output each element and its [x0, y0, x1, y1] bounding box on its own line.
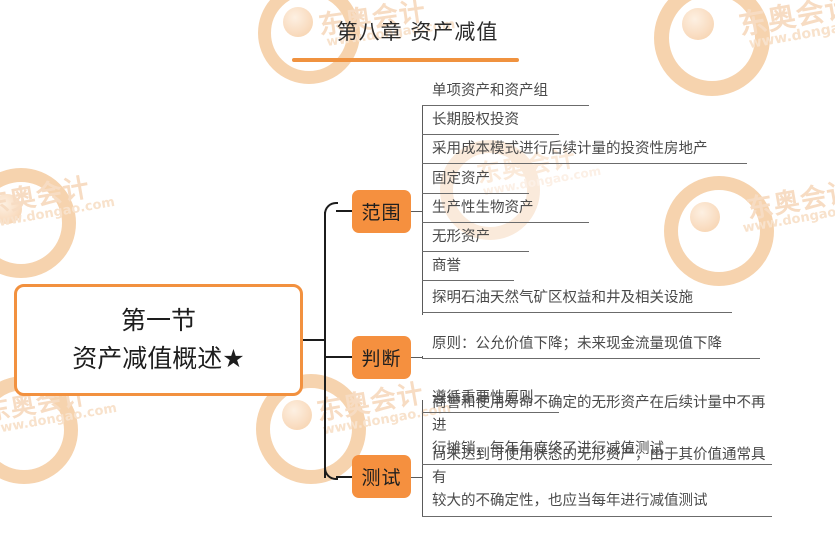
dongao-ring-logo-icon: [0, 168, 76, 278]
dongao-ring-logo-icon: [654, 0, 770, 96]
watermark-brand-text: 东奥会计: [314, 378, 427, 428]
leaf-item[interactable]: 采用成本模式进行后续计量的投资性房地产: [422, 141, 747, 164]
connector-leaf-stub-judgement: [411, 357, 423, 358]
connector-trunk-cap-bottom: [324, 466, 338, 480]
branch-node-test[interactable]: 测试: [352, 455, 411, 498]
dongao-logo-dot-icon: [690, 202, 720, 232]
dongao-ring-logo-icon: [664, 176, 774, 286]
root-node[interactable]: 第一节 资产减值概述★: [14, 284, 303, 396]
title-underline-rule: [292, 58, 519, 62]
leaf-item[interactable]: 尚未达到可使用状态的无形资产，由于其价值通常具有 较大的不确定性，也应当每年进行…: [422, 447, 772, 517]
connector-trunk: [324, 212, 326, 478]
connector-branch-stub-judgement: [324, 356, 354, 358]
leaf-item[interactable]: 固定资产: [422, 171, 529, 194]
branch-label: 测试: [361, 467, 402, 489]
watermark-url-text: www.dongao.com: [0, 400, 119, 439]
leaf-item[interactable]: 单项资产和资产组: [422, 83, 589, 106]
root-node-label: 第一节 资产减值概述★: [72, 306, 245, 373]
leaf-item[interactable]: 生产性生物资产: [422, 200, 589, 223]
branch-node-scope[interactable]: 范围: [352, 190, 411, 233]
dongao-logo-dot-icon: [0, 194, 22, 224]
dongao-logo-dot-icon: [282, 400, 312, 430]
connector-leaf-spine-scope: [422, 106, 423, 315]
leaf-item[interactable]: 遵循重要性原则: [422, 390, 559, 413]
leaf-item[interactable]: 长期股权投资: [422, 112, 559, 135]
connector-trunk-cap-top: [324, 202, 338, 216]
leaf-item[interactable]: 无形资产: [422, 229, 529, 252]
connector-leaf-stub-scope: [411, 211, 423, 212]
leaf-item[interactable]: 商誉: [422, 258, 514, 281]
watermark-url-text: www.dongao.com: [0, 194, 117, 233]
branch-node-judgement[interactable]: 判断: [352, 336, 411, 379]
branch-label: 判断: [361, 348, 402, 370]
connector-root-stub: [303, 339, 325, 341]
connector-leaf-spine-test: [422, 400, 423, 517]
connector-leaf-stub-test: [411, 477, 423, 478]
watermark-brand-text: 东奥会计: [0, 172, 93, 222]
connector-branch-stub-scope: [336, 210, 354, 212]
page-title-container: 第八章 资产减值: [0, 18, 835, 46]
branch-label: 范围: [361, 202, 402, 224]
leaf-item[interactable]: 原则：公允价值下降；未来现金流量现值下降: [422, 333, 760, 359]
leaf-item[interactable]: 探明石油天然气矿区权益和井及相关设施: [422, 287, 732, 313]
page-title: 第八章 资产减值: [336, 20, 499, 44]
watermark-url-text: www.dongao.com: [741, 198, 835, 237]
connector-branch-stub-test: [336, 476, 354, 478]
watermark-brand-text: 东奥会计: [744, 176, 835, 226]
leaf-item[interactable]: 商誉和使用寿命不确定的无形资产在后续计量中不再进 行摊销，每年年度终了进行减值测…: [422, 395, 772, 465]
